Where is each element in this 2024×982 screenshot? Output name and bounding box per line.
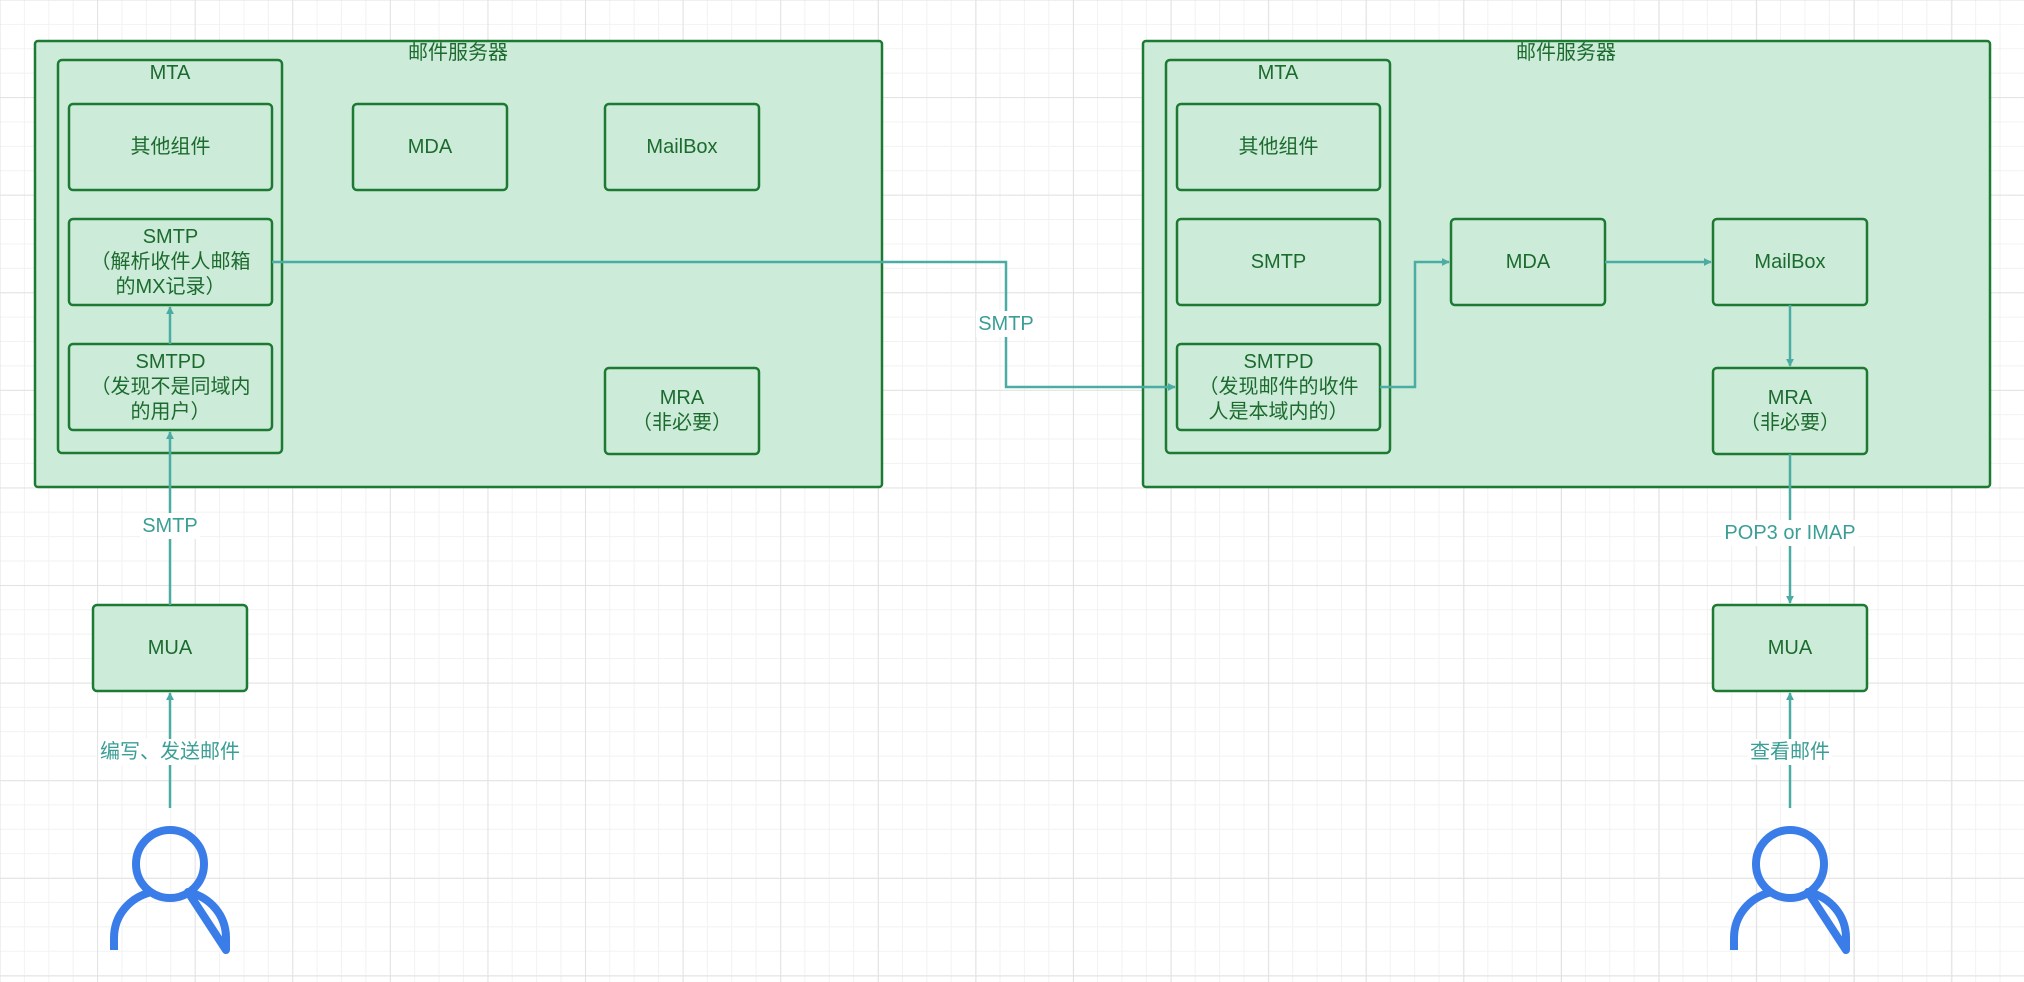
left-mailbox-box[interactable] xyxy=(603,102,761,192)
right-mua-label: MUA xyxy=(1767,636,1813,659)
left-user-icon[interactable] xyxy=(110,826,230,954)
edge-label-left-smtp: SMTP xyxy=(140,513,200,539)
left-other-components-box[interactable] xyxy=(67,102,274,192)
left-mra-box[interactable] xyxy=(603,366,761,456)
right-mda-label: MDA xyxy=(1505,250,1551,273)
right-other-components-box[interactable] xyxy=(1175,102,1382,192)
right-other-components-label: 其他组件 xyxy=(1238,135,1319,158)
left-smtp-label: SMTP （解析收件人邮箱 的MX记录） xyxy=(90,225,251,298)
left-other-components-label: 其他组件 xyxy=(130,135,211,158)
right-smtp-box[interactable] xyxy=(1175,217,1382,307)
left-mua-label: MUA xyxy=(147,636,193,659)
arrow-right-smtpd-to-mda xyxy=(1380,258,1450,389)
right-user-icon[interactable] xyxy=(1730,826,1850,954)
edge-label-view-mail: 查看邮件 xyxy=(1748,739,1832,765)
right-mua-box[interactable] xyxy=(1711,603,1869,693)
edge-label-compose-send: 编写、发送邮件 xyxy=(98,739,242,765)
right-server-title: 邮件服务器 xyxy=(1516,42,1616,64)
left-mda-label: MDA xyxy=(407,135,453,158)
left-smtpd-label: SMTPD （发现不是同域内 的用户） xyxy=(90,350,251,423)
right-mra-label: MRA （非必要） xyxy=(1740,387,1840,434)
edge-label-server-smtp: SMTP xyxy=(976,311,1036,337)
right-mta-title: MTA xyxy=(1257,62,1299,84)
left-mra-label: MRA （非必要） xyxy=(632,387,732,434)
right-smtp-label: SMTP xyxy=(1250,250,1307,273)
left-server-title: 邮件服务器 xyxy=(408,42,508,64)
left-mda-box[interactable] xyxy=(351,102,509,192)
left-mta-title: MTA xyxy=(149,62,191,84)
edge-label-pop3-imap: POP3 or IMAP xyxy=(1722,520,1858,546)
right-smtpd-label: SMTPD （发现邮件的收件 人是本域内的） xyxy=(1198,350,1359,423)
right-mailbox-label: MailBox xyxy=(1754,250,1826,273)
left-mailbox-label: MailBox xyxy=(646,135,718,158)
